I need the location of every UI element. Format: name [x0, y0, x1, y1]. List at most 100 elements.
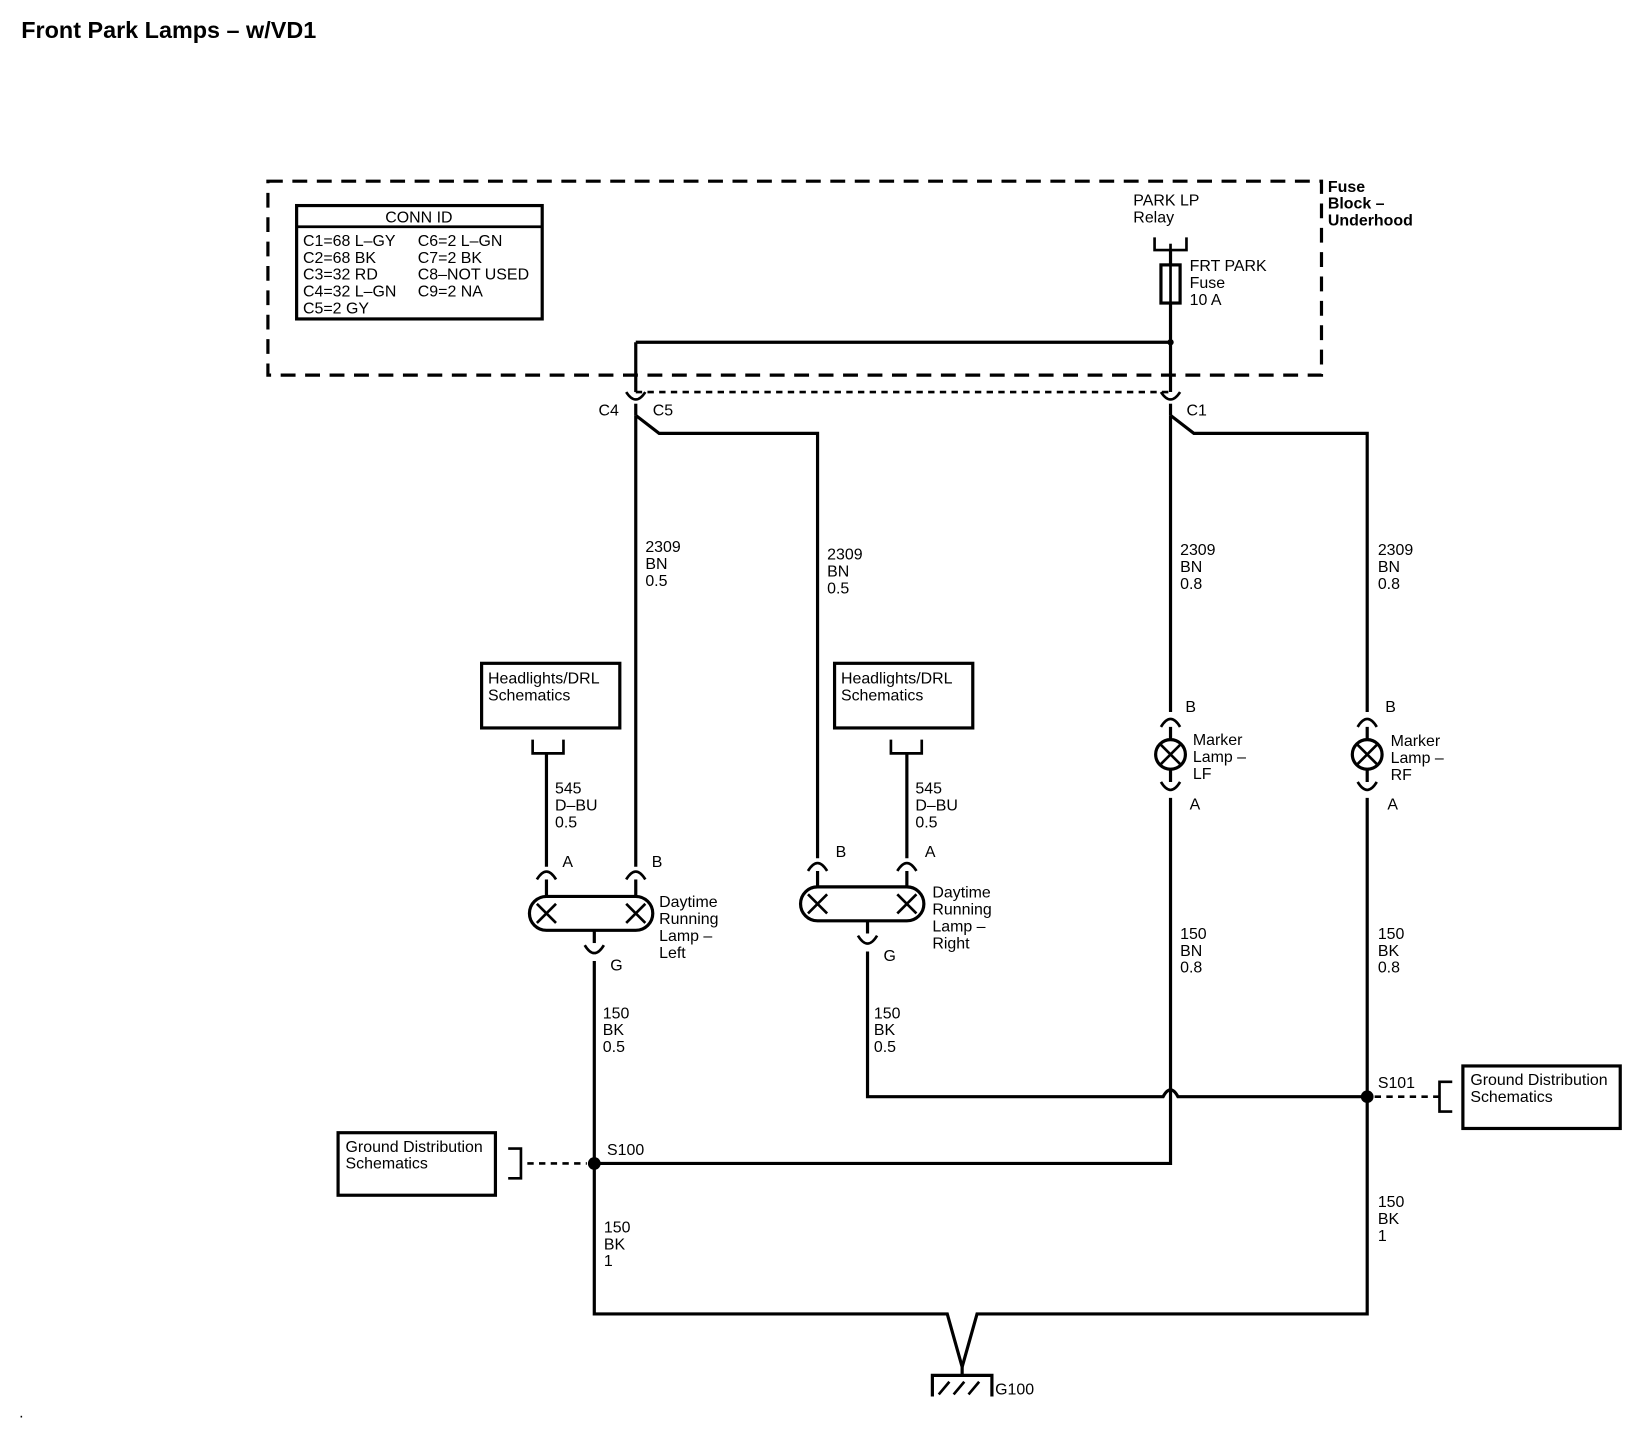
conn-id-c2: C2=68 BK [303, 250, 376, 267]
wire-c4-color: BN [645, 556, 667, 573]
wire-c1-rf-circuit: 2309 [1378, 542, 1414, 559]
wire-c1-lf-circuit: 2309 [1180, 542, 1216, 559]
drl-right-label-3: Lamp – [932, 918, 985, 935]
fuse-label-2: Fuse [1190, 275, 1226, 292]
connector-c1: C1 [1159, 391, 1207, 419]
g-marker-rf-circuit: 150 [1378, 926, 1405, 943]
drl-left-pin-g-symbol [583, 944, 606, 955]
conn-id-c3: C3=32 RD [303, 267, 378, 284]
drl-right-pin-g-label: G [883, 948, 895, 965]
conn-id-table: CONN ID C1=68 L–GY C2=68 BK C3=32 RD C4=… [295, 203, 544, 321]
wire-drl-left-size: 0.5 [555, 815, 577, 832]
fuse-block-label-3: Underhood [1328, 213, 1413, 230]
drl-right-pin-a-label: A [925, 844, 936, 861]
g-drl-left-color: BK [603, 1022, 625, 1039]
headlights-ref-left-line2: Schematics [488, 687, 570, 704]
wire-drl-right-circuit: 545 [915, 781, 942, 798]
conn-id-c4: C4=32 L–GN [303, 284, 396, 301]
fuse-block-underhood: Fuse Block – Underhood [266, 179, 1413, 377]
drl-right-label-1: Daytime [932, 885, 991, 902]
ground-ref-left-box [336, 1131, 498, 1197]
drl-left-label-1: Daytime [659, 894, 718, 911]
ground-ref-left-line1: Ground Distribution [346, 1139, 483, 1156]
g-s100-size: 1 [604, 1253, 613, 1270]
marker-rf-bulb-icon [1355, 742, 1379, 766]
marker-lf-label-3: LF [1193, 766, 1212, 783]
conn-id-c6: C6=2 L–GN [418, 233, 503, 250]
s101-dot [1360, 1090, 1374, 1104]
g-drl-left-circuit: 150 [603, 1005, 630, 1022]
marker-lamp-lf: B A Marker Lamp – LF [1154, 699, 1246, 814]
wire-drl-left-color: D–BU [555, 798, 598, 815]
wire-drl-right-ground [865, 951, 1368, 1099]
drl-right: B A G Daytime Running Lamp – Right [798, 844, 992, 965]
g-drl-left-size: 0.5 [603, 1039, 625, 1056]
ground-wire-labels: 150 BK 0.5 150 BK 0.5 150 BN 0.8 150 BK … [603, 926, 1405, 1270]
wire-drl-right-size: 0.5 [915, 815, 937, 832]
page-title: Front Park Lamps – w/VD1 [21, 17, 316, 43]
marker-lf-label-2: Lamp – [1193, 749, 1246, 766]
drl-right-pin-b-label: B [836, 844, 847, 861]
ground-ref-right-line2: Schematics [1470, 1089, 1552, 1106]
wire-c5-color: BN [827, 563, 849, 580]
drl-right-bulb-b-icon [807, 893, 829, 915]
drl-left: A B G Daytime Running Lamp – Left [527, 854, 719, 975]
ground-distribution-ref-right: Ground Distribution Schematics [1438, 1064, 1622, 1131]
conn-id-box [295, 203, 544, 321]
g-marker-lf-color: BN [1180, 943, 1202, 960]
g-marker-rf-color: BK [1378, 943, 1400, 960]
headlights-ref-left-box [480, 661, 622, 730]
marker-rf-label-1: Marker [1391, 733, 1441, 750]
g-marker-lf-size: 0.8 [1180, 960, 1202, 977]
wire-marker-lf-ground [594, 797, 1173, 1166]
conn-id-header: CONN ID [385, 210, 452, 227]
ground-wires [592, 797, 1369, 1376]
headlights-ref-left-bracket [531, 739, 565, 755]
headlights-ref-right-box [832, 661, 975, 730]
wire-s101-g100 [960, 1096, 1369, 1368]
drl-right-label-4: Right [932, 935, 970, 952]
wire-c5-circuit: 2309 [827, 546, 863, 563]
marker-rf-label-3: RF [1391, 767, 1413, 784]
headlights-drl-ref-right: Headlights/DRL Schematics 545 D–BU 0.5 [832, 661, 975, 859]
marker-rf-pin-b-symbol [1356, 717, 1378, 728]
marker-rf-label-2: Lamp – [1391, 750, 1444, 767]
conn-id-c9: C9=2 NA [418, 284, 483, 301]
marker-rf-pin-a-label: A [1387, 797, 1398, 814]
c4-label: C4 [599, 402, 620, 419]
wire-drl-right-color: D–BU [915, 798, 958, 815]
drl-left-pin-a-symbol [535, 870, 558, 881]
fuse-block-bus [634, 303, 1174, 394]
c4-c5-connector-symbol [625, 391, 647, 401]
marker-lamp-rf: B A Marker Lamp – RF [1350, 699, 1444, 814]
marker-lf-pin-b-label: B [1185, 699, 1196, 716]
marker-lf-pin-b-symbol [1159, 717, 1182, 728]
c1-label: C1 [1186, 402, 1207, 419]
marker-rf-pin-b-label: B [1385, 699, 1396, 716]
g-s101-color: BK [1378, 1211, 1400, 1228]
wire-drl-left-circuit: 545 [555, 781, 582, 798]
drl-left-bulb-a-icon [535, 902, 557, 924]
drl-left-pin-b-label: B [652, 854, 663, 871]
drl-left-label-3: Lamp – [659, 928, 712, 945]
ground-g100: G100 [930, 1373, 1034, 1398]
ground-icon [937, 1380, 981, 1396]
drl-right-housing [798, 885, 926, 923]
drl-right-label-2: Running [932, 901, 991, 918]
conn-id-c8: C8–NOT USED [418, 267, 529, 284]
fuse-block-label-2: Block – [1328, 196, 1385, 213]
wire-c5-drl-right [634, 414, 820, 859]
ground-ref-right-box [1461, 1064, 1622, 1131]
connector-c4-c5: C4 C5 [599, 391, 674, 419]
s101-label: S101 [1378, 1075, 1415, 1092]
ground-ref-right-bracket [1438, 1080, 1453, 1113]
fuse-label-1: FRT PARK [1190, 258, 1267, 275]
relay-label-1: PARK LP [1133, 193, 1199, 210]
wire-c1-lf-size: 0.8 [1180, 576, 1202, 593]
c5-label: C5 [653, 402, 674, 419]
marker-lf-bulb-icon [1158, 742, 1183, 766]
drl-left-pin-a-label: A [562, 854, 573, 871]
drl-left-housing [527, 894, 655, 932]
s100-dot [587, 1157, 601, 1170]
marker-lf-pin-a-symbol [1159, 781, 1182, 792]
